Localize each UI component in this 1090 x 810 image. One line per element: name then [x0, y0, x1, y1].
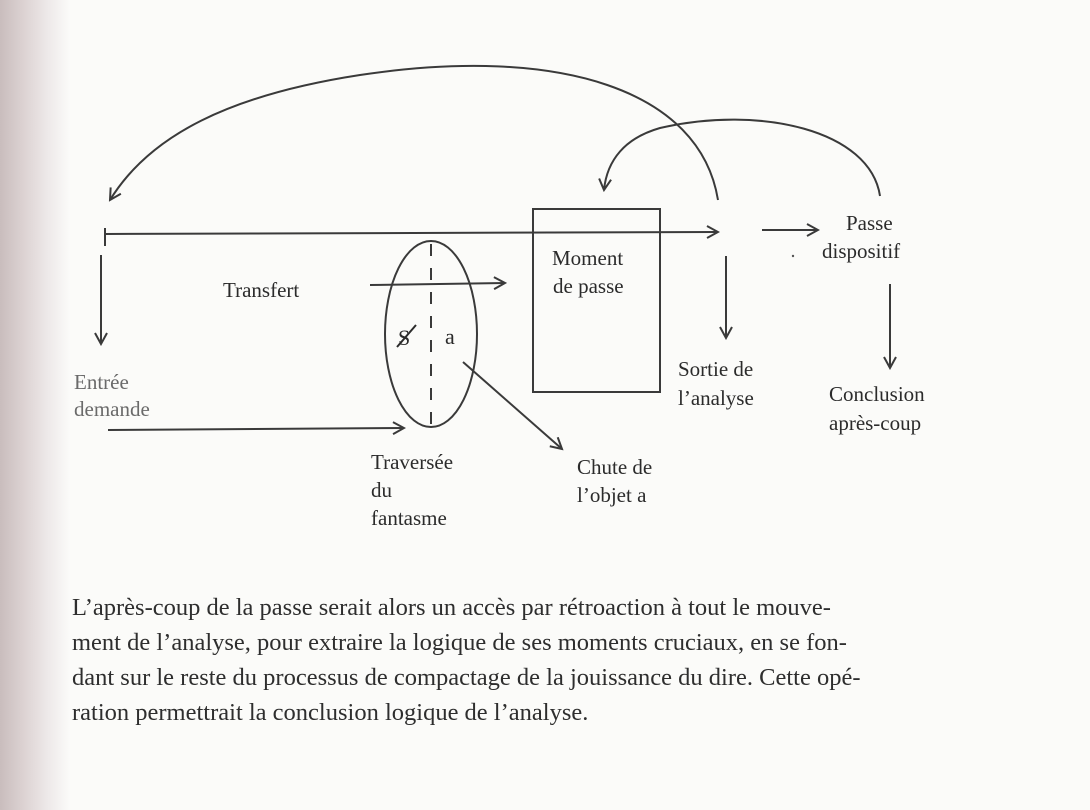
passe-diagram: Passe dispositif Moment de passe Transfe… [74, 65, 925, 530]
label-moment: Moment [552, 246, 623, 270]
paragraph-line: L’après-coup de la passe serait alors un… [72, 594, 831, 621]
label-dispositif: dispositif [822, 239, 900, 263]
barred-s-symbol: S [396, 324, 417, 350]
label-du: du [371, 478, 393, 502]
label-passe: Passe [846, 211, 893, 235]
ink-dot [791, 254, 795, 258]
label-entree: Entrée [74, 370, 129, 394]
label-fantasme: fantasme [371, 506, 447, 530]
arc-retroaction-short [604, 118, 881, 197]
arc-retroaction-long [110, 65, 719, 200]
body-paragraph: L’après-coup de la passe serait alors un… [72, 590, 982, 730]
arrow-chute [462, 361, 562, 449]
moment-de-passe-box [532, 208, 661, 393]
label-chute-de: Chute de [577, 455, 652, 479]
label-demande: demande [74, 397, 150, 421]
label-l-objet-a: l’objet a [577, 483, 647, 507]
fantasme-ellipse [384, 240, 478, 428]
arrow-entree-to-traversee [107, 428, 404, 430]
label-traversee: Traversée [371, 450, 453, 474]
arrow-transfert [369, 283, 505, 285]
label-l-analyse: l’analyse [678, 386, 754, 410]
label-transfert: Transfert [223, 278, 299, 302]
paragraph-line: dant sur le reste du processus de compac… [72, 664, 861, 691]
paragraph-line: ration permettrait la conclusion logique… [72, 699, 589, 726]
arrow-main-line [104, 232, 718, 234]
label-objet-a-in-ellipse: a [445, 324, 455, 349]
label-conclusion: Conclusion [829, 382, 925, 406]
label-apres-coup: après-coup [829, 411, 921, 435]
label-de-passe: de passe [553, 274, 624, 298]
book-binding-shadow [0, 0, 70, 810]
paragraph-line: ment de l’analyse, pour extraire la logi… [72, 629, 847, 656]
label-sortie: Sortie de [678, 357, 753, 381]
